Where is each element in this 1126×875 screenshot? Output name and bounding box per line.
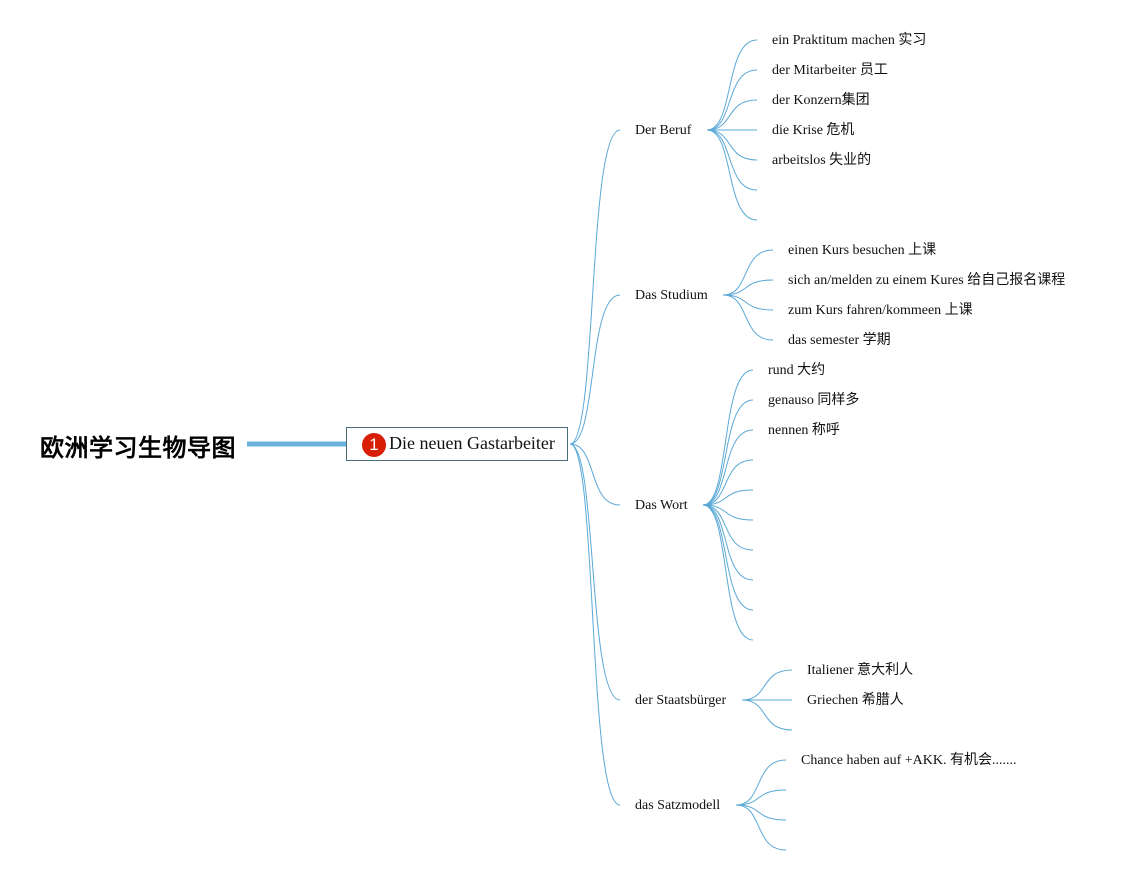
leaf-connector — [722, 294, 774, 311]
leaf-node[interactable]: der Mitarbeiter 员工 — [772, 63, 888, 78]
leaf-node[interactable]: das semester 学期 — [788, 333, 891, 348]
leaf-node[interactable]: genauso 同样多 — [768, 393, 860, 408]
leaf-connector — [702, 504, 754, 641]
branch-connector — [569, 294, 621, 445]
leaf-connector — [702, 369, 754, 506]
leaf-connector — [706, 129, 758, 161]
branch-der-staatsbuerger[interactable]: der Staatsbürger — [635, 693, 727, 708]
central-topic-label: Die neuen Gastarbeiter — [389, 433, 555, 453]
leaf-connector — [706, 129, 758, 221]
branch-das-studium[interactable]: Das Studium — [635, 288, 708, 303]
leaf-node[interactable]: der Konzern集团 — [772, 93, 870, 108]
leaf-connector — [706, 99, 758, 131]
leaf-connector — [702, 504, 754, 551]
leaf-node[interactable]: ein Praktitum machen 实习 — [772, 33, 927, 48]
branch-connector — [569, 443, 621, 806]
leaf-node[interactable]: sich an/melden zu einem Kures 给自己报名课程 — [788, 273, 1066, 288]
leaf-node[interactable]: nennen 称呼 — [768, 423, 840, 438]
leaf-connector — [741, 669, 793, 701]
leaf-connector — [702, 504, 754, 611]
leaf-connector — [702, 489, 754, 506]
leaf-connector — [702, 399, 754, 506]
branch-connector — [569, 443, 621, 506]
leaf-connector — [702, 504, 754, 521]
branch-das-satzmodell[interactable]: das Satzmodell — [635, 798, 721, 813]
leaf-connector — [741, 699, 793, 731]
leaf-connector — [706, 69, 758, 131]
branch-connector — [569, 129, 621, 445]
leaf-connector — [702, 429, 754, 506]
leaf-connector — [735, 804, 787, 851]
root-title[interactable]: 欧洲学习生物导图 — [40, 434, 236, 462]
leaf-node[interactable]: zum Kurs fahren/kommeen 上课 — [788, 303, 973, 318]
leaf-connector — [706, 129, 758, 191]
branch-das-wort[interactable]: Das Wort — [635, 498, 688, 513]
leaf-connector — [722, 294, 774, 341]
leaf-connector — [702, 459, 754, 506]
leaf-node[interactable]: die Krise 危机 — [772, 123, 855, 138]
leaf-node[interactable]: Italiener 意大利人 — [807, 663, 914, 678]
leaf-connector — [706, 39, 758, 131]
priority-badge-icon: 1 — [362, 433, 386, 457]
branch-der-beruf[interactable]: Der Beruf — [635, 123, 692, 138]
leaf-connector — [702, 504, 754, 581]
leaf-connector — [735, 789, 787, 806]
leaf-node[interactable]: rund 大约 — [768, 363, 826, 378]
leaf-connector — [735, 804, 787, 821]
central-topic-node[interactable]: 1 Die neuen Gastarbeiter — [346, 427, 568, 461]
leaf-connector — [735, 759, 787, 806]
leaf-connector — [722, 279, 774, 296]
leaf-node[interactable]: einen Kurs besuchen 上课 — [788, 243, 937, 258]
branch-connector — [569, 443, 621, 701]
leaf-node[interactable]: arbeitslos 失业的 — [772, 153, 872, 168]
leaf-connector — [722, 249, 774, 296]
leaf-node[interactable]: Griechen 希腊人 — [807, 693, 904, 708]
leaf-node[interactable]: Chance haben auf +AKK. 有机会....... — [801, 753, 1017, 768]
